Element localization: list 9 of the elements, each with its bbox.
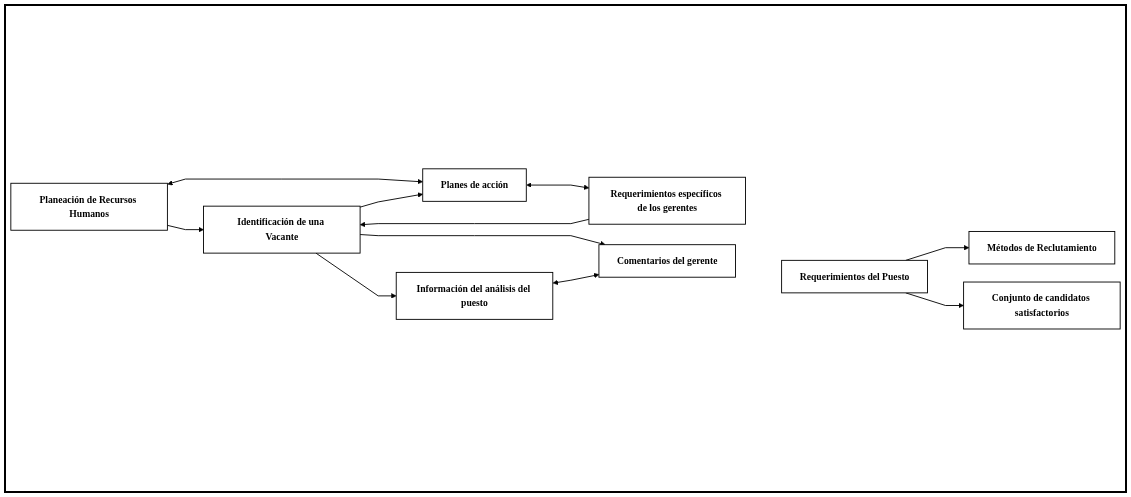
node-box: Comentarios del gerente: [598, 243, 736, 278]
node-box: Planeación de Recursos Humanos: [10, 182, 168, 231]
node-box: Planes de acción: [422, 167, 527, 202]
node-box: Requerimientos del Puesto: [781, 259, 928, 293]
node-box: Identificación de una Vacante: [203, 205, 361, 254]
node-box: Conjunto de candidatos satisfactorios: [963, 281, 1121, 330]
node-box: Información del análisis del puesto: [395, 271, 554, 320]
node-box: Métodos de Reclutamiento: [968, 230, 1116, 264]
node-box: Requerimientos específicos de los gerentes: [588, 176, 746, 225]
